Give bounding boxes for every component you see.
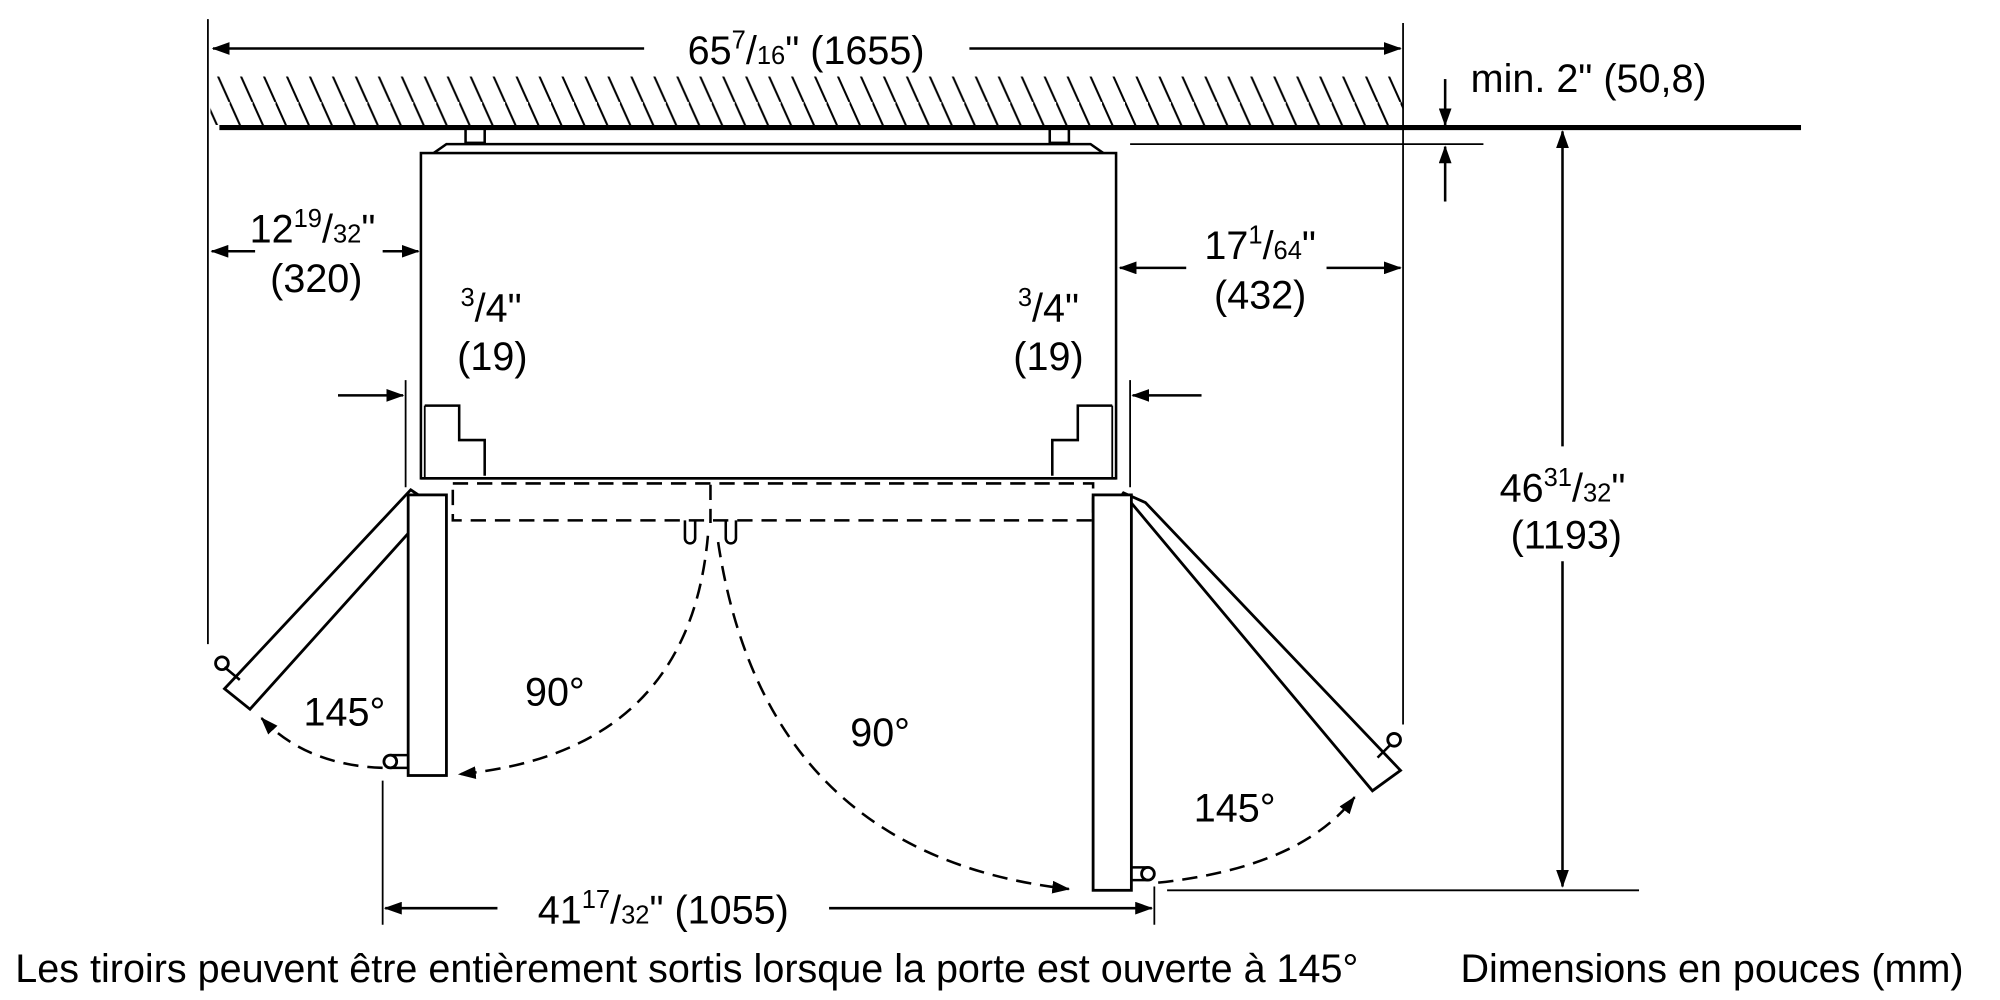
svg-text:4117/32" (1055): 4117/32" (1055) — [538, 886, 789, 932]
svg-text:(19): (19) — [457, 335, 527, 379]
caption-units: Dimensions en pouces (mm) — [1460, 947, 1963, 991]
svg-text:(1193): (1193) — [1511, 513, 1622, 557]
dimension-right-side: 171/64" (432) — [1118, 222, 1402, 318]
dimension-hinge-right: 3/4" (19) — [1013, 284, 1202, 488]
dimension-depth: 4631/32" (1193) — [1167, 130, 1640, 892]
dimension-door-span: 4117/32" (1055) — [381, 780, 1156, 932]
angle-right-145: 145° — [1194, 786, 1276, 830]
svg-text:3/4": 3/4" — [1018, 284, 1079, 330]
angle-right-90: 90° — [850, 711, 910, 755]
svg-text:1219/32": 1219/32" — [250, 205, 376, 251]
dimension-hinge-left: 3/4" (19) — [338, 284, 528, 488]
svg-text:171/64": 171/64" — [1204, 222, 1316, 268]
swing-arc-right-145 — [1158, 796, 1356, 884]
swing-arc-right-90 — [716, 541, 1071, 894]
dimension-total-width: 657/16" (1655) — [211, 26, 1402, 73]
dimension-wall-clearance: min. 2" (50,8) — [1130, 57, 1707, 202]
swing-arc-left-90 — [457, 535, 710, 780]
svg-text:3/4": 3/4" — [460, 284, 521, 330]
angle-left-90: 90° — [525, 670, 585, 714]
dimension-left-side: 1219/32" (320) — [210, 205, 420, 301]
caption-drawer-note: Les tiroirs peuvent être entièrement sor… — [15, 947, 1358, 991]
svg-text:4631/32": 4631/32" — [1500, 464, 1626, 510]
svg-text:(19): (19) — [1013, 335, 1083, 379]
svg-text:657/16" (1655): 657/16" (1655) — [688, 26, 925, 72]
left-door — [214, 487, 448, 777]
svg-text:(432): (432) — [1214, 274, 1306, 318]
right-door — [1091, 491, 1403, 892]
svg-text:(320): (320) — [270, 257, 362, 301]
svg-text:min. 2" (50,8): min. 2" (50,8) — [1471, 57, 1707, 101]
angle-left-145: 145° — [304, 691, 386, 735]
